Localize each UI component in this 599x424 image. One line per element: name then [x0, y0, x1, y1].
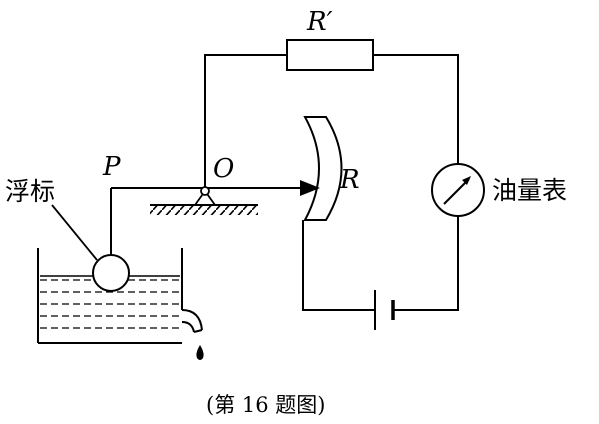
pivot-support — [193, 186, 217, 206]
label-float: 浮标 — [5, 177, 55, 206]
label-r: R — [339, 165, 360, 195]
label-p: P — [102, 152, 121, 182]
label-r-prime: R′ — [306, 7, 333, 37]
battery — [374, 290, 395, 330]
label-fuel-gauge: 油量表 — [492, 176, 567, 205]
oil-tank — [37, 248, 183, 344]
float-ball — [92, 254, 130, 292]
bottom-wire — [302, 216, 459, 311]
top-wire — [204, 54, 459, 188]
fuel-gauge-meter — [431, 163, 485, 217]
ground-hatch — [150, 204, 258, 215]
resistor-r-prime — [286, 39, 374, 71]
figure-caption: (第 16 题图) — [206, 393, 325, 417]
oil-drop — [196, 345, 204, 360]
variable-resistor-r — [303, 116, 343, 221]
float-pointer-line — [51, 204, 98, 261]
outlet-pipe — [181, 309, 203, 333]
label-o: O — [213, 154, 234, 184]
